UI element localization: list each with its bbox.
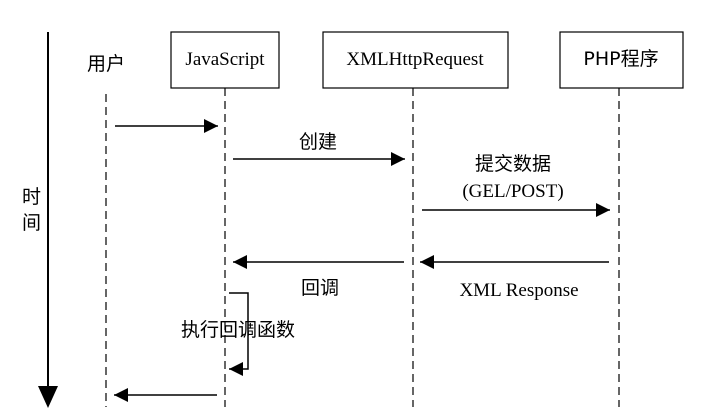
participant-user-label: 用户 <box>87 53 125 75</box>
message-submit-data-label-2: (GEL/POST) <box>462 181 563 202</box>
time-arrow-icon <box>38 386 58 408</box>
message-callback-label: 回调 <box>301 277 339 299</box>
participant-javascript-label: JavaScript <box>185 49 265 70</box>
participant-php-box <box>559 31 684 89</box>
message-create-label: 创建 <box>299 131 337 153</box>
participant-xmlhttprequest-label: XMLHttpRequest <box>346 49 484 70</box>
participant-javascript-box <box>170 31 280 89</box>
participant-xmlhttprequest-box <box>322 31 509 89</box>
time-axis-label-2: 间 <box>22 212 41 234</box>
message-submit-data-label-1: 提交数据 <box>475 153 551 175</box>
participant-user: 用户 <box>87 53 125 407</box>
time-axis-label-1: 时 <box>22 186 41 208</box>
message-self-callback-label: 执行回调函数 <box>181 319 295 341</box>
participant-php: PHP程序 <box>559 31 684 407</box>
participant-xmlhttprequest: XMLHttpRequest <box>322 31 509 407</box>
message-xml-response-label: XML Response <box>459 280 578 301</box>
message-self-callback <box>229 292 249 376</box>
time-axis: 时 间 <box>22 32 58 408</box>
participant-php-label: PHP程序 <box>583 48 658 70</box>
participant-javascript: JavaScript <box>170 31 280 407</box>
